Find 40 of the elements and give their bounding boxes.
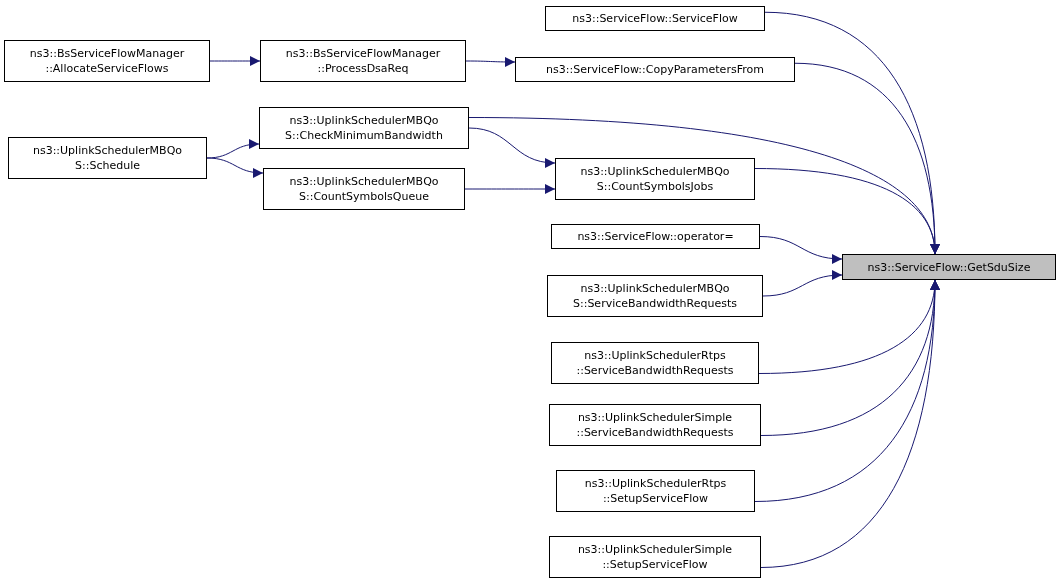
function-name: ns3::BsServiceFlowManager ::ProcessDsaReq — [284, 46, 442, 76]
arrow — [206, 139, 260, 159]
arrow — [464, 184, 556, 194]
function-box — [263, 168, 465, 210]
arrow — [762, 270, 843, 297]
function-box — [551, 342, 759, 384]
function-box — [8, 137, 207, 179]
function-name: ns3::UplinkSchedulerRtps ::SetupServiceFlow — [583, 476, 728, 506]
function-box — [549, 404, 761, 446]
function-name: ns3::ServiceFlow::operator= — [577, 229, 734, 244]
function-box — [515, 57, 795, 82]
function-box — [259, 107, 469, 149]
function-name: ns3::ServiceFlow::CopyParametersFrom — [546, 62, 764, 77]
function-name: ns3::BsServiceFlowManager ::AllocateServiceFlows — [28, 46, 186, 76]
arrow — [754, 168, 940, 255]
function-box — [260, 40, 466, 82]
arrow — [760, 279, 940, 568]
function-name: ns3::UplinkSchedulerMBQo S::CountSymbolsJobs — [579, 164, 731, 194]
function-box — [545, 6, 765, 31]
function-name: ns3::UplinkSchedulerSimple ::ServiceBandwidthRequests — [575, 410, 735, 440]
function-name: ns3::UplinkSchedulerSimple ::SetupServiceFlow — [576, 542, 734, 572]
function-name: ns3::UplinkSchedulerMBQo S::CheckMinimumBandwidth — [284, 113, 444, 143]
function-name: ns3::UplinkSchedulerMBQo S::Schedule — [31, 143, 184, 173]
function-name: ns3::ServiceFlow::GetSduSize — [867, 259, 1031, 275]
function-name: ns3::UplinkSchedulerRtps ::ServiceBandwidthRequests — [575, 348, 735, 378]
function-name: ns3::ServiceFlow::ServiceFlow — [572, 11, 738, 26]
function-box — [549, 536, 761, 578]
arrow — [206, 157, 264, 178]
function-box — [555, 158, 755, 200]
function-box — [842, 254, 1056, 280]
function-box — [4, 40, 210, 82]
arrow — [759, 236, 843, 264]
function-box — [556, 470, 755, 512]
arrow — [209, 56, 261, 66]
function-box — [551, 224, 760, 249]
arrow — [468, 127, 556, 168]
function-box — [547, 275, 763, 317]
arrow — [465, 56, 516, 67]
function-name: ns3::UplinkSchedulerMBQo S::CountSymbolsQueue — [288, 174, 440, 204]
function-name: ns3::UplinkSchedulerMBQo S::ServiceBandwidthRequests — [572, 281, 738, 311]
